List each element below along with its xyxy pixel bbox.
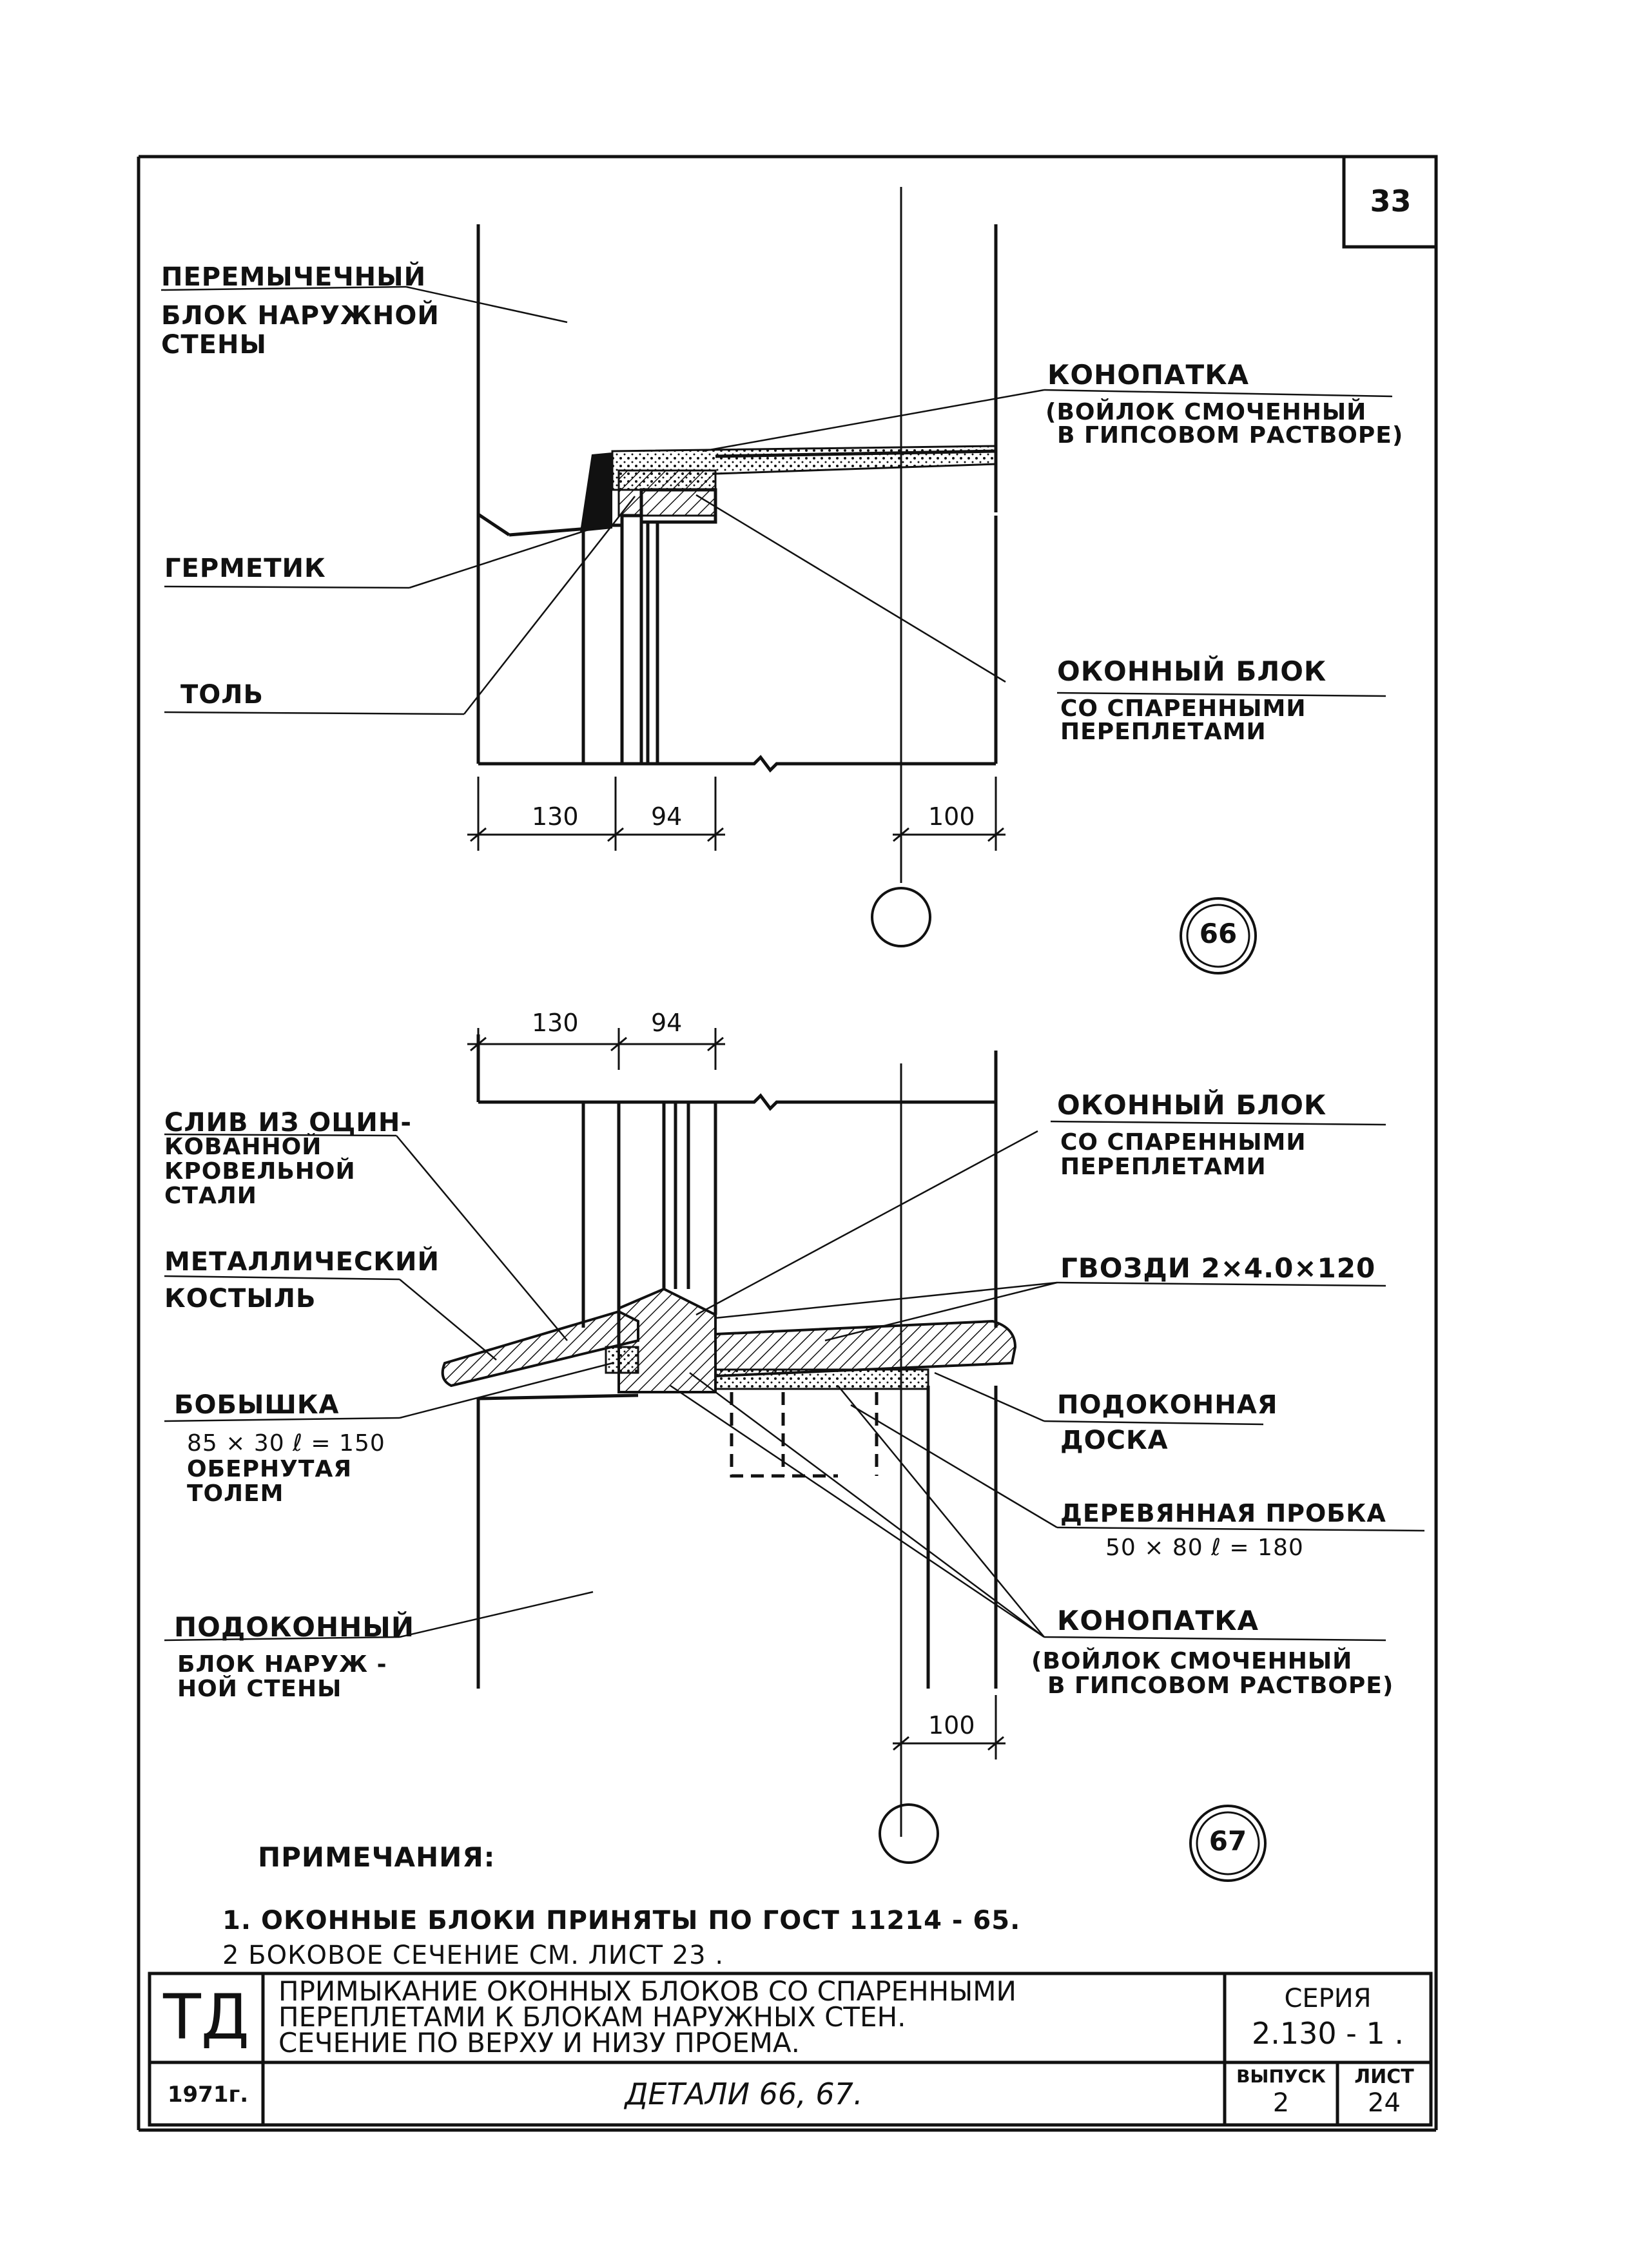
- lower-window-desc-2: ПЕРЕПЛЕТАМИ: [1060, 1154, 1267, 1180]
- boss-desc-1: 85 × 30 ℓ = 150: [187, 1430, 385, 1457]
- note-2: 2 БОКОВОЕ СЕЧЕНИЕ СМ. ЛИСТ 23 .: [222, 1941, 724, 1970]
- title-line-2: ПЕРЕПЛЕТАМИ К БЛОКАМ НАРУЖНЫХ СТЕН.: [278, 2001, 906, 2033]
- detail-66-axis-bubble: [871, 887, 931, 947]
- lower-dim-100: 100: [928, 1711, 975, 1740]
- lower-dim-130: 130: [532, 1009, 579, 1037]
- sill-block-label-3: НОЙ СТЕНЫ: [177, 1676, 342, 1702]
- upper-dim-94: 94: [651, 802, 683, 831]
- series-value: 2.130 - 1 .: [1251, 2016, 1404, 2051]
- upper-dim-100: 100: [928, 802, 975, 831]
- detail-66-number: 66: [1199, 918, 1238, 949]
- boss-desc-2: ОБЕРНУТАЯ: [187, 1456, 353, 1482]
- lower-caulk-desc-1: (ВОЙЛОК СМОЧЕННЫЙ: [1031, 1648, 1353, 1674]
- sealant-label: ГЕРМЕТИК: [164, 554, 326, 583]
- title-subtitle: ДЕТАЛИ 66, 67.: [625, 2077, 863, 2111]
- detail-67-number-ring-inner: [1196, 1811, 1260, 1875]
- detail-66-sealant: [580, 452, 612, 532]
- detail-66-frame-section: [617, 469, 717, 517]
- lintel-block-label-1: ПЕРЕМЫЧЕЧНЫЙ: [161, 262, 427, 292]
- detail-67-frame-bottom: [617, 1287, 717, 1393]
- plug-title: ДЕРЕВЯННАЯ ПРОБКА: [1060, 1499, 1386, 1527]
- title-line-1: ПРИМЫКАНИЕ ОКОННЫХ БЛОКОВ СО СПАРЕННЫМИ: [278, 1975, 1016, 2007]
- sill-board-label-2: ДОСКА: [1060, 1426, 1169, 1455]
- detail-66-drawing: [476, 187, 998, 883]
- boss-title: БОБЫШКА: [174, 1390, 340, 1420]
- drip-label-4: СТАЛИ: [164, 1183, 257, 1209]
- lower-caulk-desc-2: В ГИПСОВОМ РАСТВОРЕ): [1047, 1672, 1394, 1699]
- series-label: СЕРИЯ: [1284, 1984, 1372, 2013]
- upper-window-desc-1: СО СПАРЕННЫМИ: [1060, 695, 1307, 722]
- sheet-value: 24: [1368, 2088, 1401, 2118]
- sill-block-label-2: БЛОК НАРУЖ -: [177, 1651, 387, 1678]
- detail-66-number-ring-outer: [1180, 897, 1257, 974]
- upper-caulk-desc-1: (ВОЙЛОК СМОЧЕННЫЙ: [1045, 399, 1367, 425]
- sheet-label: ЛИСТ: [1354, 2066, 1414, 2088]
- sheet-number: 33: [1370, 184, 1412, 218]
- detail-67-leaders: [164, 1120, 1425, 1642]
- sheet-frame: [137, 155, 1438, 2132]
- note-1: 1. ОКОННЫЕ БЛОКИ ПРИНЯТЫ ПО ГОСТ 11214 -…: [222, 1906, 1021, 1935]
- nails-label: ГВОЗДИ 2×4.0×120: [1060, 1252, 1376, 1284]
- crutch-label-1: МЕТАЛЛИЧЕСКИЙ: [164, 1247, 440, 1277]
- sill-block-label-1: ПОДОКОННЫЙ: [174, 1611, 414, 1643]
- upper-window-desc-2: ПЕРЕПЛЕТАМИ: [1060, 719, 1267, 745]
- tol-label: ТОЛЬ: [180, 680, 264, 710]
- detail-67-boss: [605, 1346, 639, 1374]
- detail-67-caulk: [714, 1368, 929, 1390]
- crutch-label-2: КОСТЫЛЬ: [164, 1284, 316, 1313]
- detail-67-sill-board: [714, 1319, 1017, 1378]
- lintel-block-label-3: СТЕНЫ: [161, 330, 267, 360]
- lower-dim-94: 94: [651, 1009, 683, 1037]
- sill-board-label-1: ПОДОКОННАЯ: [1057, 1390, 1278, 1420]
- boss-desc-3: ТОЛЕМ: [187, 1480, 284, 1507]
- lower-window-desc-1: СО СПАРЕННЫМИ: [1060, 1129, 1307, 1156]
- upper-caulk-desc-2: В ГИПСОВОМ РАСТВОРЕ): [1057, 422, 1404, 449]
- lower-window-title: ОКОННЫЙ БЛОК: [1057, 1089, 1327, 1121]
- drip-label-2: КОВАННОЙ: [164, 1134, 322, 1160]
- title-block-year: 1971г.: [167, 2082, 249, 2108]
- detail-66-number-ring-inner: [1186, 904, 1250, 968]
- detail-67-drawing: [476, 1034, 998, 1837]
- detail-67-number: 67: [1209, 1825, 1247, 1857]
- title-block-org: ТД: [163, 1981, 249, 2053]
- upper-caulk-title: КОНОПАТКА: [1047, 359, 1250, 391]
- upper-dim-130: 130: [532, 802, 579, 831]
- plug-desc: 50 × 80 ℓ = 180: [1105, 1535, 1304, 1561]
- detail-67-number-ring-outer: [1189, 1805, 1267, 1882]
- detail-67-dimension-top: [467, 1028, 725, 1070]
- detail-66-leaders: [160, 286, 1393, 715]
- detail-66-dimension: [467, 777, 1006, 851]
- issue-value: 2: [1272, 2088, 1290, 2118]
- detail-67-dimension-bottom: [893, 1695, 1006, 1759]
- lintel-block-label-2: БЛОК НАРУЖНОЙ: [161, 301, 440, 331]
- upper-window-title: ОКОННЫЙ БЛОК: [1057, 655, 1327, 687]
- drip-label-1: СЛИВ ИЗ ОЦИН-: [164, 1108, 412, 1138]
- notes-heading: ПРИМЕЧАНИЯ:: [258, 1841, 496, 1873]
- issue-label: ВЫПУСК: [1236, 2066, 1326, 2087]
- title-line-3: СЕЧЕНИЕ ПО ВЕРХУ И НИЗУ ПРОЕМА.: [278, 2027, 800, 2059]
- detail-67-axis-bubble: [879, 1803, 939, 1864]
- drip-label-3: КРОВЕЛЬНОЙ: [164, 1158, 356, 1185]
- title-block-grid: [148, 1972, 1433, 2127]
- lower-caulk-title: КОНОПАТКА: [1057, 1605, 1259, 1636]
